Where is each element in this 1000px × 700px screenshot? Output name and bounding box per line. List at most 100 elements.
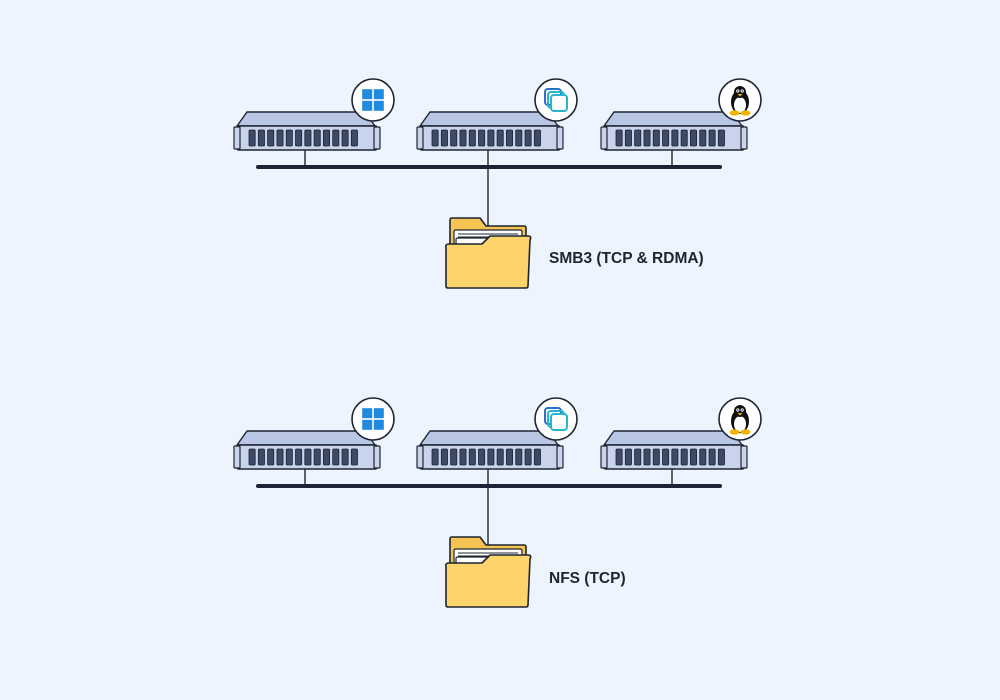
drive-bay <box>487 129 495 147</box>
drive-bay <box>708 129 716 147</box>
drive-bay <box>624 129 632 147</box>
drive-bay <box>662 129 670 147</box>
server-top <box>419 111 559 127</box>
server-top <box>603 111 743 127</box>
drive-bay <box>717 129 725 147</box>
folder-icon <box>445 217 532 289</box>
vmware-icon <box>534 78 578 122</box>
drive-bay <box>332 448 340 466</box>
drive-bay <box>671 448 679 466</box>
drive-bay <box>496 129 504 147</box>
drive-bay <box>717 448 725 466</box>
drive-bay <box>313 448 321 466</box>
windows-icon <box>351 397 395 441</box>
drive-bay <box>624 448 632 466</box>
drive-bay <box>533 448 541 466</box>
drive-bay <box>440 129 448 147</box>
drive-bay <box>295 129 303 147</box>
drive-bay <box>323 448 331 466</box>
drive-bay <box>708 448 716 466</box>
drive-bay <box>257 129 265 147</box>
drive-bay <box>515 129 523 147</box>
server <box>600 78 762 151</box>
drive-bay <box>450 129 458 147</box>
drive-bay <box>643 129 651 147</box>
server-top <box>236 430 376 446</box>
drive-bay <box>350 129 358 147</box>
drive-bay <box>459 129 467 147</box>
drive-bay <box>690 129 698 147</box>
drive-bay <box>487 448 495 466</box>
drive-bay <box>431 448 439 466</box>
drive-bay <box>276 129 284 147</box>
server-top <box>236 111 376 127</box>
windows-icon <box>351 78 395 122</box>
drive-bay <box>341 129 349 147</box>
drive-bay <box>524 448 532 466</box>
drive-bay <box>671 129 679 147</box>
drive-bay <box>440 448 448 466</box>
drive-bay <box>285 129 293 147</box>
server <box>416 78 578 151</box>
drive-bay <box>313 129 321 147</box>
drive-bay <box>468 129 476 147</box>
share-label-nfs: NFS (TCP) <box>549 570 626 587</box>
drive-bay <box>615 448 623 466</box>
drive-bay <box>459 448 467 466</box>
drive-bay <box>295 448 303 466</box>
drive-bay <box>468 448 476 466</box>
drive-bay <box>304 448 312 466</box>
drive-bay <box>515 448 523 466</box>
linux-icon <box>718 78 762 122</box>
share-label-smb: SMB3 (TCP & RDMA) <box>549 250 704 267</box>
icon-badge <box>351 78 395 122</box>
server <box>233 78 395 151</box>
drive-bay <box>304 129 312 147</box>
drive-bay <box>248 448 256 466</box>
drive-bay <box>506 129 514 147</box>
drive-bay <box>267 129 275 147</box>
drive-bay <box>350 448 358 466</box>
icon-badge <box>351 397 395 441</box>
drive-bay <box>680 448 688 466</box>
storage-group-smb <box>256 150 722 230</box>
server <box>416 397 578 470</box>
server-top <box>419 430 559 446</box>
server <box>600 397 762 470</box>
drive-bay <box>323 129 331 147</box>
server-top <box>603 430 743 446</box>
drive-bay <box>652 129 660 147</box>
drive-bay <box>615 129 623 147</box>
storage-group-nfs <box>256 469 722 549</box>
drive-bay <box>524 129 532 147</box>
drive-bay <box>276 448 284 466</box>
folder-icon <box>445 536 532 608</box>
drive-bay <box>699 448 707 466</box>
drive-bay <box>496 448 504 466</box>
vmware-icon <box>534 397 578 441</box>
drive-bay <box>478 129 486 147</box>
drive-bay <box>533 129 541 147</box>
drive-bay <box>285 448 293 466</box>
drive-bay <box>506 448 514 466</box>
drive-bay <box>680 129 688 147</box>
drive-bay <box>652 448 660 466</box>
drive-bay <box>257 448 265 466</box>
drive-bay <box>643 448 651 466</box>
drive-bay <box>634 129 642 147</box>
server <box>233 397 395 470</box>
drive-bay <box>699 129 707 147</box>
drive-bay <box>478 448 486 466</box>
linux-icon <box>718 397 762 441</box>
drive-bay <box>450 448 458 466</box>
drive-bay <box>431 129 439 147</box>
drive-bay <box>662 448 670 466</box>
drive-bay <box>332 129 340 147</box>
drive-bay <box>248 129 256 147</box>
drive-bay <box>690 448 698 466</box>
drive-bay <box>634 448 642 466</box>
drive-bay <box>341 448 349 466</box>
drive-bay <box>267 448 275 466</box>
